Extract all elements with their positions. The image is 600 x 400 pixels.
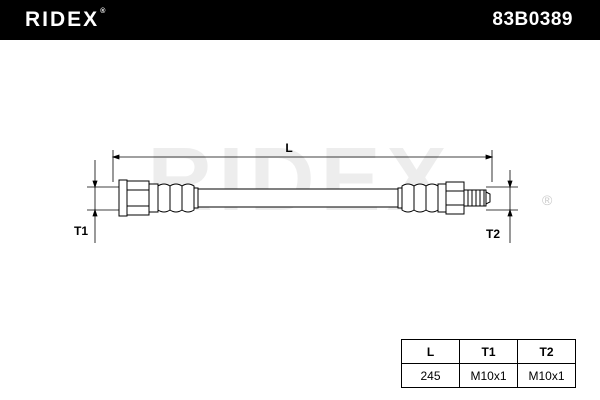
brake-hose-drawing: RIDEX ® L T1 T2 xyxy=(74,130,553,243)
dimension-thread-1 xyxy=(87,160,119,243)
watermark-logo: RIDEX xyxy=(147,130,452,230)
brand-logo: RIDEX® xyxy=(25,8,105,32)
watermark-registered-mark: ® xyxy=(542,192,553,208)
brake-hose xyxy=(118,179,491,217)
part-number: 83B0389 xyxy=(492,9,573,30)
header-bar: RIDEX® 83B0389 xyxy=(0,0,600,40)
spec-table-value-row: 245 M10x1 M10x1 xyxy=(401,363,576,388)
registered-mark: ® xyxy=(100,8,106,15)
spec-table: L T1 T2 245 M10x1 M10x1 xyxy=(401,339,576,388)
right-fitting-nut xyxy=(445,181,465,215)
spec-header-thread-2: T2 xyxy=(517,339,576,364)
dimension-thread-1-label: T1 xyxy=(74,224,88,238)
spec-value-thread-2: M10x1 xyxy=(517,363,576,388)
spec-value-thread-1: M10x1 xyxy=(459,363,518,388)
dimension-length-label: L xyxy=(285,141,292,155)
spec-header-thread-1: T1 xyxy=(459,339,518,364)
left-fitting-nut xyxy=(126,180,150,216)
spec-table-header-row: L T1 T2 xyxy=(401,339,576,364)
dimension-length xyxy=(111,150,494,182)
left-fitting-flange xyxy=(118,179,128,217)
spec-value-length: 245 xyxy=(401,363,460,388)
dimension-thread-2 xyxy=(486,170,518,243)
left-crimp-ribs xyxy=(157,183,195,213)
left-fitting-collar xyxy=(148,183,159,213)
spec-header-length: L xyxy=(401,339,460,364)
dimension-thread-2-label: T2 xyxy=(486,227,500,241)
right-fitting-thread xyxy=(463,189,487,207)
right-crimp-ribs xyxy=(401,183,439,213)
brand-name: RIDEX xyxy=(25,8,100,31)
right-fitting-collar xyxy=(437,183,447,213)
hose-body xyxy=(197,188,399,208)
